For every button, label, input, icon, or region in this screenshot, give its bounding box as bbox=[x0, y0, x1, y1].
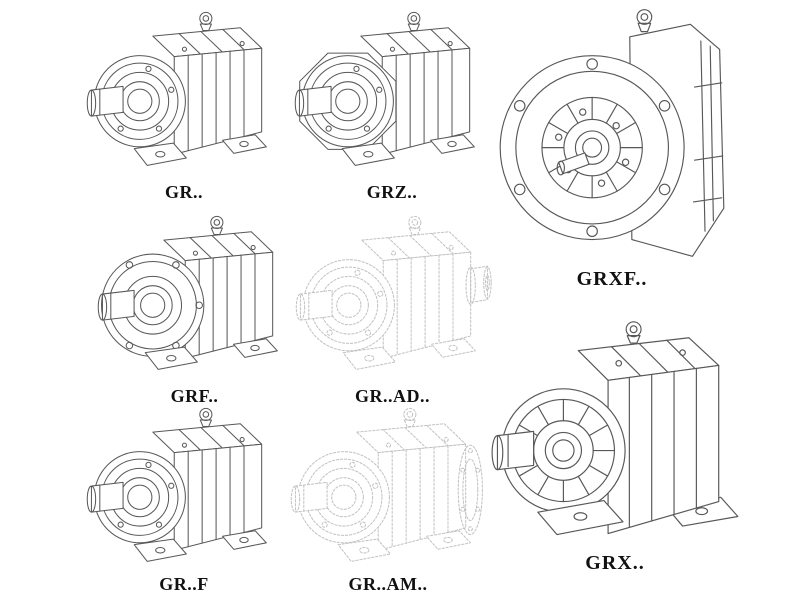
figure-grx: GRX.. bbox=[490, 300, 740, 575]
gearbox-drawing-gr-f bbox=[84, 402, 284, 572]
figure-grxf: GRXF.. bbox=[496, 0, 728, 291]
figure-label-grad: GR..AD.. bbox=[355, 386, 430, 406]
figure-grz: GRZ.. bbox=[292, 2, 492, 203]
gearbox-drawing-gram bbox=[288, 402, 488, 572]
figure-label-grxf: GRXF.. bbox=[576, 268, 648, 290]
figure-grad: GR..AD.. bbox=[290, 206, 495, 407]
figure-label-grz: GRZ.. bbox=[366, 182, 418, 202]
figure-label-grf: GRF.. bbox=[170, 386, 219, 406]
figure-grf: GRF.. bbox=[92, 206, 297, 407]
gearbox-drawing-grf bbox=[95, 206, 295, 384]
figure-label-gram: GR..AM.. bbox=[348, 574, 428, 594]
figure-gr: GR.. bbox=[84, 2, 284, 203]
gearbox-drawing-grxf bbox=[499, 9, 725, 257]
gearbox-drawing-grz bbox=[292, 2, 492, 180]
figure-gram: GR..AM.. bbox=[288, 402, 488, 595]
gearbox-drawing-grx bbox=[491, 321, 739, 536]
figure-label-grx: GRX.. bbox=[585, 552, 645, 574]
figure-gr-f: GR..F bbox=[84, 402, 284, 595]
gearbox-drawing-grad bbox=[293, 206, 493, 384]
figure-label-gr-f: GR..F bbox=[159, 574, 209, 594]
gearbox-drawing-gr bbox=[84, 2, 284, 180]
figure-label-gr: GR.. bbox=[165, 182, 203, 202]
